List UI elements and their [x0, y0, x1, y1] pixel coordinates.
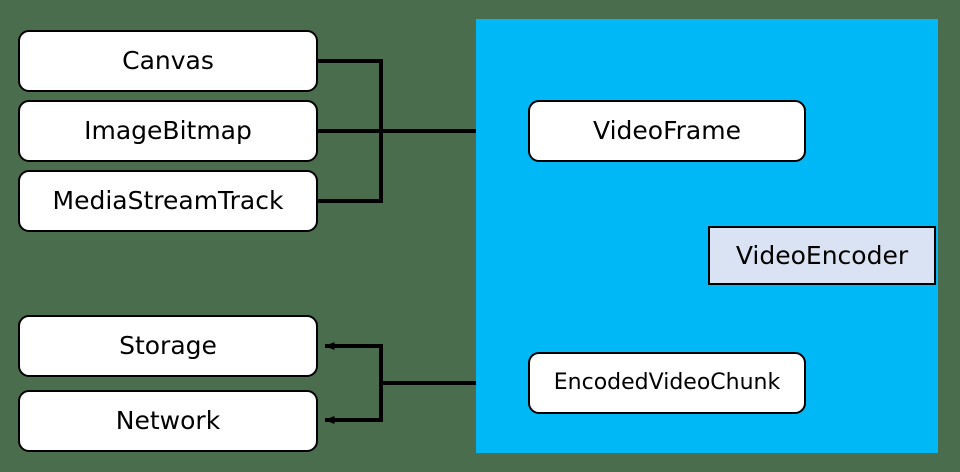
- node-canvas-label: Canvas: [122, 46, 214, 76]
- node-network-label: Network: [115, 406, 221, 436]
- node-network[interactable]: Network: [18, 390, 318, 452]
- node-videoencoder-label: VideoEncoder: [735, 240, 909, 270]
- node-mediastreamtrack[interactable]: MediaStreamTrack: [18, 170, 318, 232]
- node-mediastreamtrack-label: MediaStreamTrack: [52, 186, 284, 216]
- node-encodedvideochunk-label: EncodedVideoChunk: [553, 369, 781, 395]
- node-videoframe-label: VideoFrame: [593, 116, 741, 146]
- node-encodedvideochunk[interactable]: EncodedVideoChunk: [528, 352, 806, 414]
- node-videoencoder[interactable]: VideoEncoder: [708, 226, 936, 285]
- node-imagebitmap-label: ImageBitmap: [84, 116, 252, 146]
- node-canvas[interactable]: Canvas: [18, 30, 318, 92]
- node-videoframe[interactable]: VideoFrame: [528, 100, 806, 162]
- node-storage-label: Storage: [119, 331, 217, 361]
- node-storage[interactable]: Storage: [18, 315, 318, 377]
- node-imagebitmap[interactable]: ImageBitmap: [18, 100, 318, 162]
